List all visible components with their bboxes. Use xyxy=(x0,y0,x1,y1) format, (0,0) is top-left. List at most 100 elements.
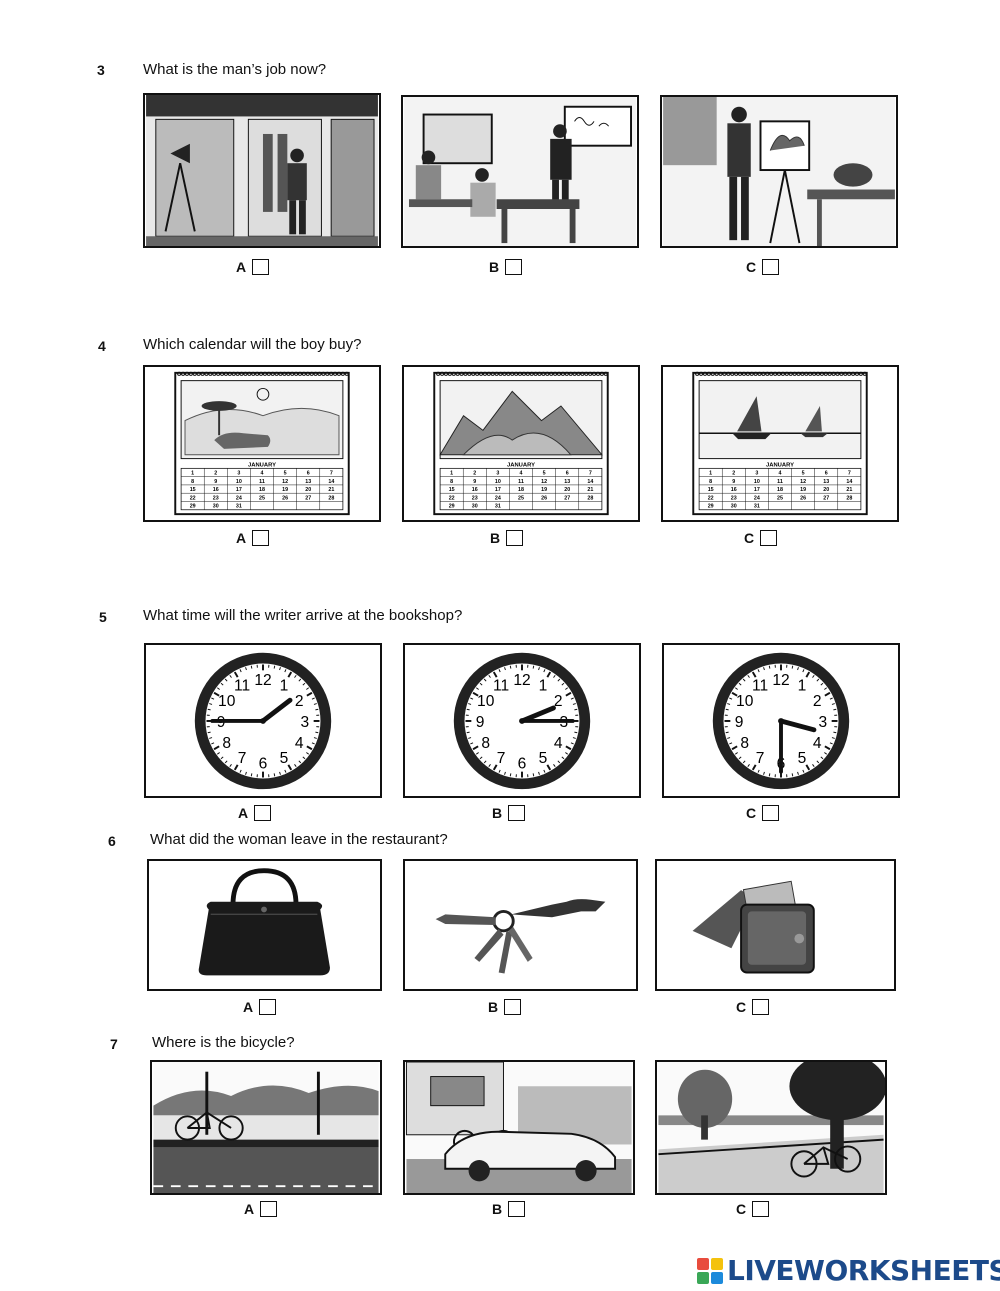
clock-number: 1 xyxy=(280,678,289,695)
calendar-day: 31 xyxy=(495,504,501,510)
calendar-day: 16 xyxy=(731,487,737,493)
calendar-month-label: JANUARY xyxy=(766,462,794,468)
logo-blocks-icon xyxy=(697,1257,723,1284)
clock-number: 9 xyxy=(476,714,485,731)
answer-checkbox[interactable] xyxy=(506,530,524,546)
calendar-day: 10 xyxy=(495,479,501,485)
option-c: C xyxy=(744,530,778,546)
clock-number: 7 xyxy=(756,750,765,767)
answer-checkbox[interactable] xyxy=(508,805,526,821)
answer-checkbox[interactable] xyxy=(504,999,522,1015)
calendar-day: 13 xyxy=(305,479,311,485)
calendar-day: 22 xyxy=(190,495,196,501)
option-a: A xyxy=(238,805,272,821)
option-b: B xyxy=(492,1201,526,1217)
answer-checkbox[interactable] xyxy=(508,1201,526,1217)
clock-number: 7 xyxy=(497,750,506,767)
calendar-day: 1 xyxy=(191,470,194,476)
option-image-b xyxy=(403,1060,635,1195)
hour-hand xyxy=(260,697,293,724)
calendar-day: 8 xyxy=(191,479,194,485)
clock-number: 4 xyxy=(295,735,304,752)
question-text: Which calendar will the boy buy? xyxy=(143,336,362,353)
bicycle-behind-car-image xyxy=(405,1062,632,1193)
answer-checkbox[interactable] xyxy=(760,530,778,546)
clock-c-image: 121234567891011 xyxy=(712,652,850,790)
option-b: B xyxy=(488,999,522,1015)
logo-text: LIVEWORKSHEETS xyxy=(727,1254,1000,1287)
calendar-day: 1 xyxy=(450,470,453,476)
answer-checkbox[interactable] xyxy=(259,999,277,1015)
calendar-day: 6 xyxy=(307,470,310,476)
option-image-b: 121234567891011 xyxy=(403,643,641,798)
calendar-day: 28 xyxy=(328,495,334,501)
calendar-day: 11 xyxy=(259,479,265,485)
bicycle-by-tree-image xyxy=(658,1062,885,1193)
option-image-a: 121234567891011 xyxy=(144,643,382,798)
calendar-day: 9 xyxy=(732,479,735,485)
clock-number: 6 xyxy=(518,756,527,773)
clock-number: 4 xyxy=(813,735,822,752)
answer-checkbox[interactable] xyxy=(252,530,270,546)
clock-number: 10 xyxy=(218,693,236,710)
calendar-day: 10 xyxy=(236,479,242,485)
option-a: A xyxy=(236,530,270,546)
calendar-day: 25 xyxy=(777,495,783,501)
answer-checkbox[interactable] xyxy=(505,259,523,275)
question-text: Where is the bicycle? xyxy=(152,1034,295,1051)
calendar-day: 12 xyxy=(541,479,547,485)
calendar-day: 5 xyxy=(284,470,287,476)
calendar-day: 22 xyxy=(449,495,455,501)
option-letter: C xyxy=(746,805,757,821)
clock-number: 11 xyxy=(234,678,250,695)
option-letter: A xyxy=(238,805,249,821)
clock-number: 3 xyxy=(301,714,310,731)
clock-number: 11 xyxy=(752,678,768,695)
calendar-day: 25 xyxy=(259,495,265,501)
answer-checkbox[interactable] xyxy=(752,999,770,1015)
option-letter: A xyxy=(244,1201,255,1217)
option-image-c xyxy=(655,1060,887,1195)
calendar-day: 2 xyxy=(214,470,217,476)
clock-number: 10 xyxy=(477,693,495,710)
calendar-day: 28 xyxy=(587,495,593,501)
answer-checkbox[interactable] xyxy=(252,259,270,275)
clock-a-image: 121234567891011 xyxy=(194,652,332,790)
option-c: C xyxy=(736,1201,770,1217)
calendar-day: 5 xyxy=(543,470,546,476)
question-number: 6 xyxy=(108,833,116,849)
answer-checkbox[interactable] xyxy=(752,1201,770,1217)
clock-number: 5 xyxy=(539,750,548,767)
calendar-day: 26 xyxy=(282,495,288,501)
calendar-day: 13 xyxy=(823,479,829,485)
calendar-day: 27 xyxy=(305,495,311,501)
calendar-day: 24 xyxy=(495,495,501,501)
clock-number: 11 xyxy=(493,678,509,695)
option-image-c xyxy=(655,859,896,991)
calendar-day: 18 xyxy=(259,487,265,493)
option-letter: B xyxy=(488,999,499,1015)
handbag-image xyxy=(198,868,330,976)
calendar-day: 27 xyxy=(823,495,829,501)
calendar-day: 16 xyxy=(213,487,219,493)
calendar-day: 7 xyxy=(589,470,592,476)
calendar-day: 6 xyxy=(825,470,828,476)
answer-checkbox[interactable] xyxy=(254,805,272,821)
clock-b-image: 121234567891011 xyxy=(453,652,591,790)
clock-number: 6 xyxy=(259,756,268,773)
answer-checkbox[interactable] xyxy=(260,1201,278,1217)
calendar-day: 4 xyxy=(520,470,523,476)
calendar-day: 8 xyxy=(709,479,712,485)
calendar-day: 2 xyxy=(732,470,735,476)
clock-number: 5 xyxy=(798,750,807,767)
option-b: B xyxy=(492,805,526,821)
answer-checkbox[interactable] xyxy=(762,259,780,275)
wallet-image xyxy=(692,880,815,974)
answer-checkbox[interactable] xyxy=(762,805,780,821)
calendar-day: 12 xyxy=(282,479,288,485)
option-letter: A xyxy=(236,259,247,275)
calendar-day: 6 xyxy=(566,470,569,476)
